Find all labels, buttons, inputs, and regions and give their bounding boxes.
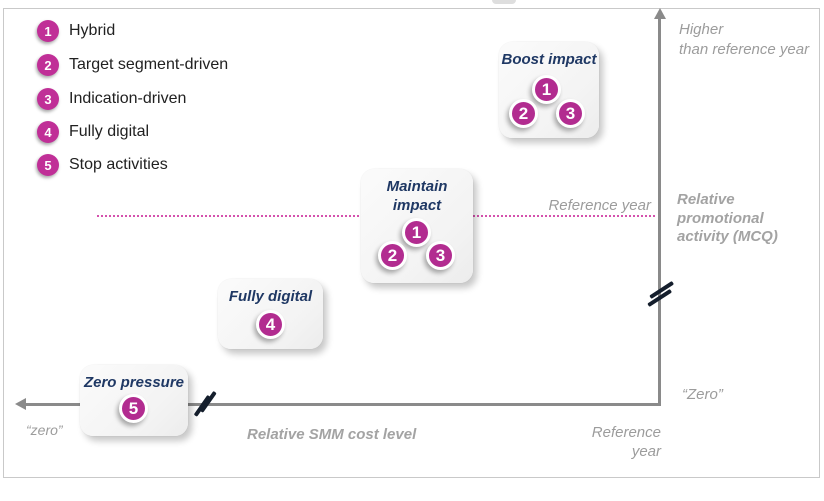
card-zero-pressure: Zero pressure 5	[80, 365, 188, 436]
vertical-axis-arrow-up-icon	[654, 8, 666, 19]
legend-item-target-segment: 2 Target segment-driven	[37, 53, 228, 77]
legend-badge-4: 4	[37, 121, 59, 143]
legend-item-fully-digital: 4 Fully digital	[37, 120, 149, 144]
legend-badge-1: 1	[37, 20, 59, 42]
legend-badge-2: 2	[37, 54, 59, 76]
badge-1: 1	[532, 75, 561, 104]
badge-5: 5	[119, 394, 148, 423]
horizontal-axis-title: Relative SMM cost level	[247, 426, 417, 443]
legend-label: Indication-driven	[69, 90, 187, 107]
horizontal-axis-zero-label: “zero”	[26, 422, 63, 438]
badge-1: 1	[402, 218, 431, 247]
legend-label: Stop activities	[69, 156, 168, 173]
card-title: Zero pressure	[83, 374, 185, 391]
card-title: Maintain impact	[386, 178, 448, 214]
badge-3: 3	[556, 99, 585, 128]
badge-2: 2	[378, 241, 407, 270]
card-boost-impact: Boost impact 1 2 3	[499, 42, 599, 138]
legend-badge-3: 3	[37, 88, 59, 110]
legend-label: Target segment-driven	[69, 56, 229, 73]
badge-2: 2	[509, 99, 538, 128]
card-title: Boost impact	[501, 51, 597, 68]
legend-badge-5: 5	[37, 154, 59, 176]
vertical-axis-break-icon	[645, 280, 677, 311]
legend-label: Fully digital	[69, 123, 150, 140]
badge-3: 3	[426, 241, 455, 270]
legend-label: Hybrid	[69, 22, 116, 39]
badge-4: 4	[256, 310, 285, 339]
card-title: Fully digital	[228, 288, 313, 305]
reference-year-label-bottom: Reference year	[591, 424, 661, 460]
legend-item-stop-activities: 5 Stop activities	[37, 153, 168, 177]
top-edge-artifact	[492, 0, 516, 4]
horizontal-axis-arrow-left-icon	[15, 398, 26, 410]
legend-item-hybrid: 1 Hybrid	[37, 19, 115, 43]
vertical-axis-title: Relative promotional activity (MCQ)	[677, 191, 778, 245]
reference-year-label-mid: Reference year	[548, 197, 651, 214]
vertical-axis-top-label: Higher than reference year	[679, 21, 810, 58]
vertical-axis-zero-label: “Zero”	[682, 386, 723, 403]
card-fully-digital: Fully digital 4	[218, 279, 323, 349]
legend-item-indication: 3 Indication-driven	[37, 87, 186, 111]
horizontal-axis-break-icon	[188, 388, 220, 420]
vertical-axis-line	[658, 17, 661, 406]
horizontal-axis-line	[25, 403, 661, 406]
card-maintain-impact: Maintain impact 1 2 3	[361, 169, 473, 283]
